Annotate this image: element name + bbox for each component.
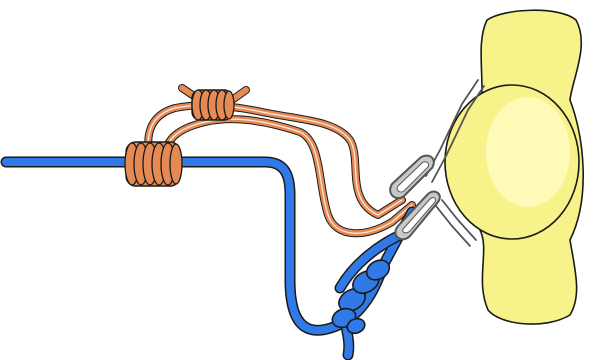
prusik-wrap-6 [170,144,182,184]
carabiners [390,156,440,240]
prusik-wraps [125,143,182,185]
anchor-face-highlight [486,97,570,207]
prusik-hitch-main [125,142,182,186]
upper-wrap-5 [224,91,234,119]
anchor-block [445,10,583,324]
